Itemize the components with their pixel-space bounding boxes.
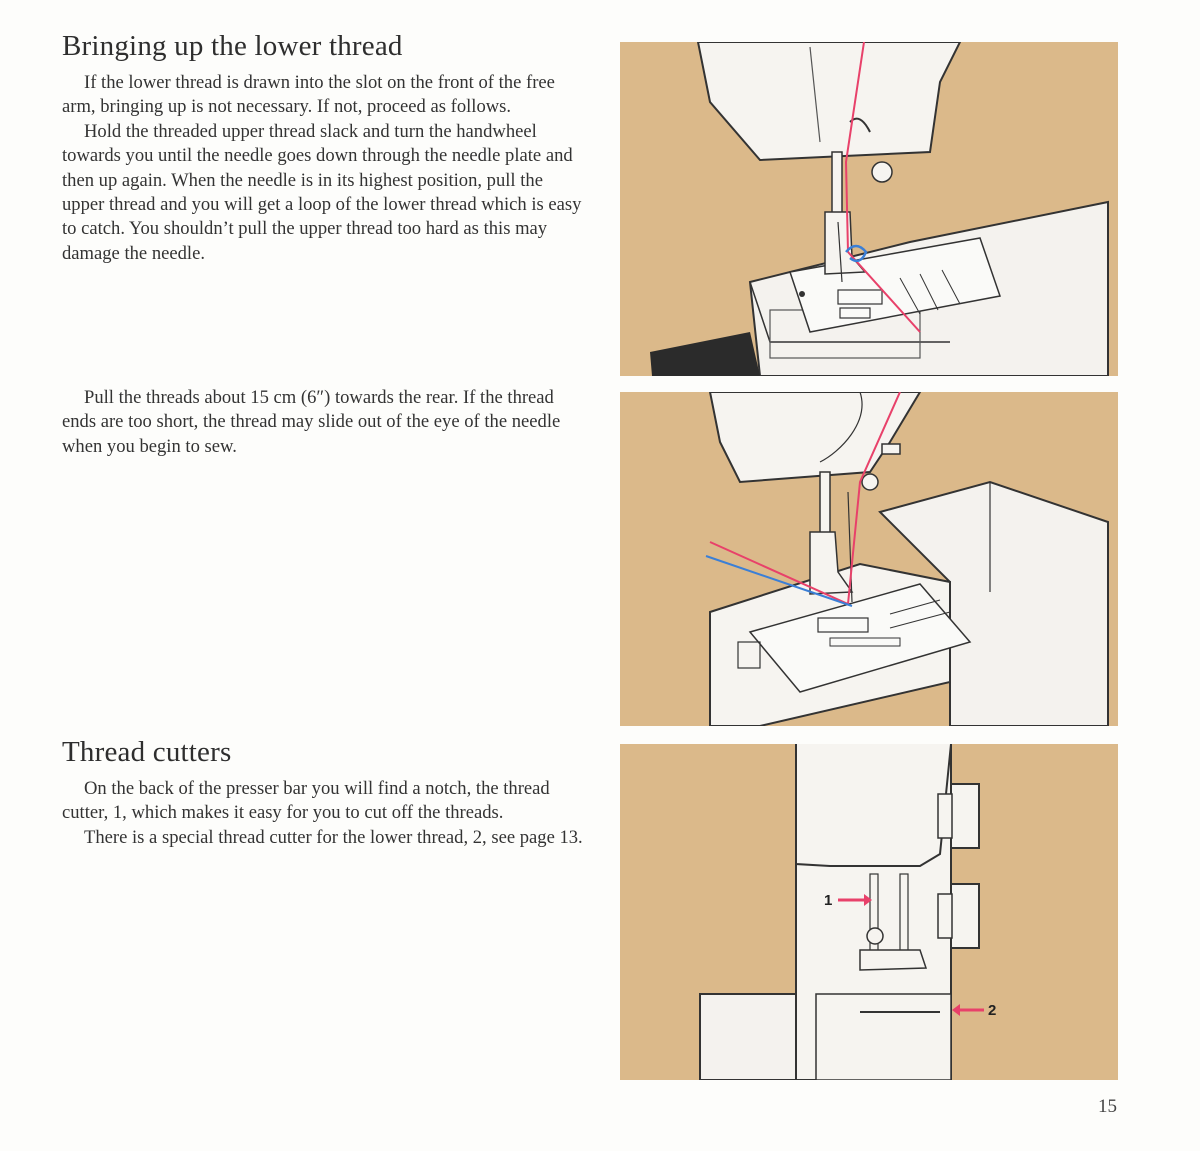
heading-thread-cutters: Thread cutters [62, 736, 232, 768]
section-thread-cutters: Thread cutters On the back of the presse… [62, 736, 584, 850]
page-number: 15 [1098, 1096, 1117, 1117]
section-pull-threads: Pull the threads about 15 cm (6″) toward… [62, 386, 584, 459]
sewing-machine-side-view-drawing: 1 2 [699, 744, 996, 1080]
callout-label-2: 2 [988, 1002, 996, 1019]
callout-label-1: 1 [824, 892, 832, 909]
paragraph-lower-thread-cutter: There is a special thread cutter for the… [84, 826, 583, 848]
illustration-needle-loop [620, 42, 1118, 376]
illustration-pull-threads-rear [620, 392, 1118, 726]
section-bringing-up-thread: Bringing up the lower thread If the lowe… [62, 30, 584, 266]
paragraph-presser-bar-notch: On the back of the presser bar you will … [62, 778, 550, 824]
sewing-machine-threads-rear-drawing [705, 392, 1109, 726]
illustration-thread-cutters: 1 2 [620, 744, 1118, 1080]
heading-bringing-up-lower-thread: Bringing up the lower thread [62, 30, 403, 62]
paragraph-free-arm-slot: If the lower thread is drawn into the sl… [62, 72, 555, 118]
paragraph-pull-threads-rear: Pull the threads about 15 cm (6″) toward… [62, 387, 561, 457]
paragraph-hold-upper-thread: Hold the threaded upper thread slack and… [62, 120, 582, 264]
sewing-machine-needle-plate-drawing [650, 42, 1109, 376]
